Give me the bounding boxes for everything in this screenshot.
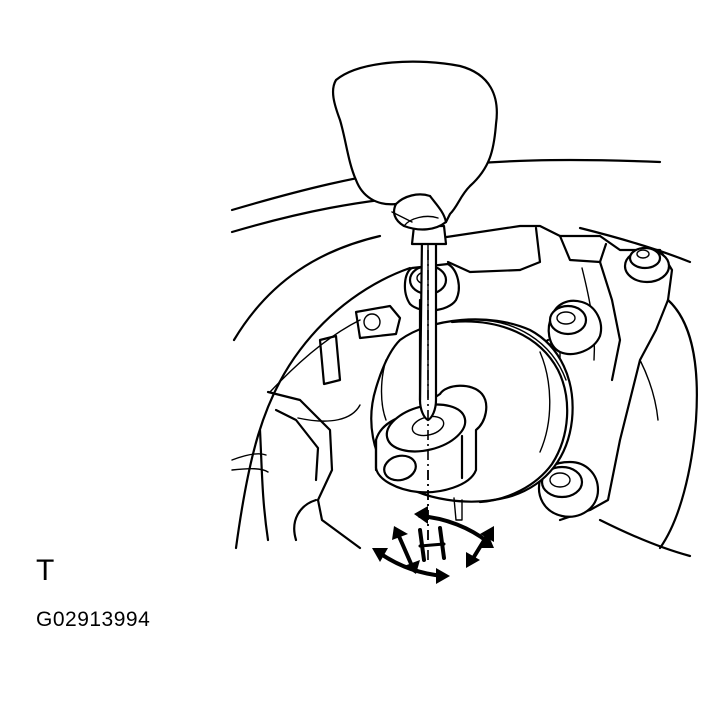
- figure-code-label: G02913994: [36, 608, 151, 631]
- screwdriver: [410, 224, 448, 422]
- view-mark-label: T: [36, 554, 55, 587]
- hand: [331, 60, 498, 231]
- piston-boss: [374, 384, 488, 494]
- steering-knuckle: [258, 304, 402, 550]
- lower-right-bolt: [537, 460, 600, 518]
- bleeder-cap: [623, 246, 671, 284]
- right-mid-bolt: [528, 299, 603, 356]
- two-axis-rotation-arrows-icon: [372, 506, 494, 584]
